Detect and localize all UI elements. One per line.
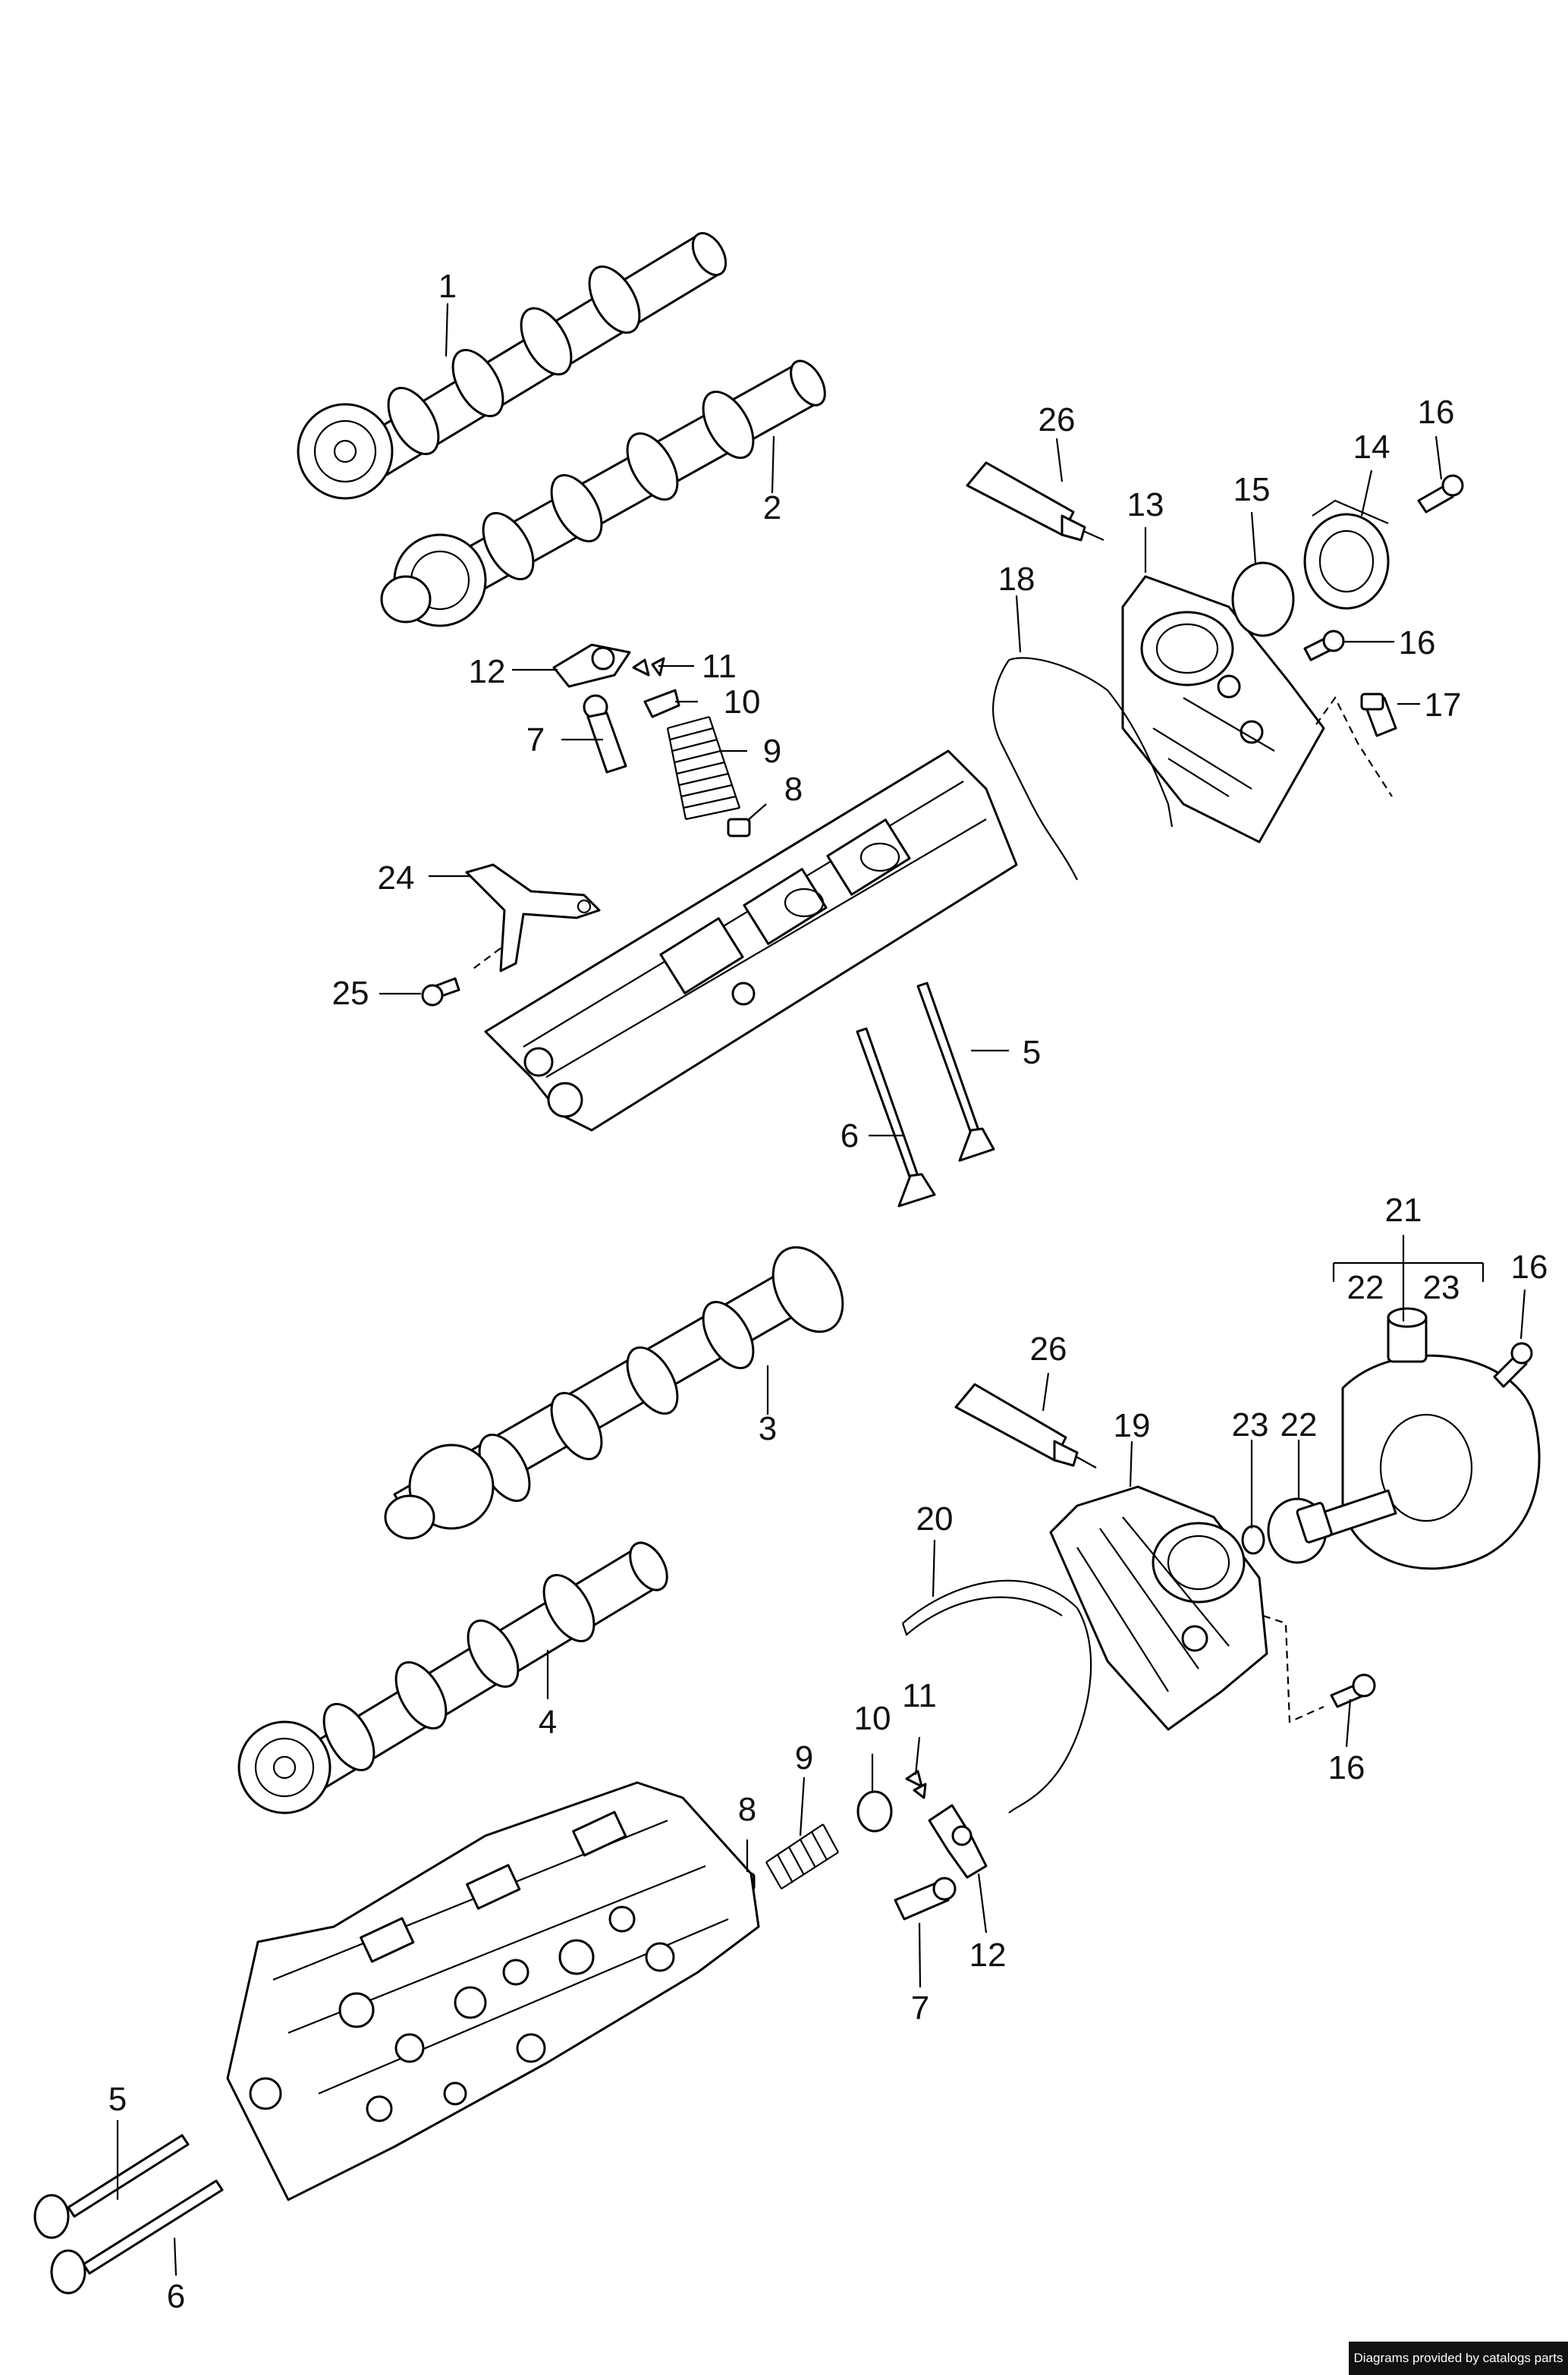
valve-spring-9-upper	[666, 715, 741, 821]
callout-16-upper-b: 16	[1399, 624, 1436, 661]
callout-8-upper: 8	[784, 771, 803, 808]
camshaft-2	[380, 360, 826, 627]
callout-8-lower: 8	[738, 1791, 756, 1828]
callout-7-upper: 7	[526, 721, 545, 759]
callout-11-lower: 11	[902, 1677, 937, 1714]
dash-line-upper-cover	[1315, 696, 1393, 797]
dash-line-bracket	[470, 947, 501, 972]
callout-18: 18	[998, 561, 1035, 598]
callout-3: 3	[759, 1410, 777, 1447]
sealant-tube-26-upper	[966, 461, 1105, 542]
callout-5-upper: 5	[1023, 1034, 1041, 1071]
callout-labels: 1 2 26 16 14 15 13 18 16 17 12 11 10 7 9…	[108, 268, 1548, 2315]
spring-retainer-10-lower	[856, 1790, 893, 1833]
callout-11-upper: 11	[702, 648, 737, 685]
valve-6-upper	[856, 1027, 936, 1208]
camshaft-4	[237, 1541, 668, 1814]
callout-19: 19	[1114, 1407, 1151, 1444]
callout-6-lower: 6	[167, 2278, 185, 2315]
valve-5-upper	[916, 982, 995, 1162]
timing-cover-19	[1049, 1485, 1268, 1731]
callout-15: 15	[1233, 471, 1271, 508]
hydraulic-lifter-7-upper	[583, 694, 627, 774]
callout-4: 4	[539, 1704, 557, 1741]
rocker-arm-12-lower	[928, 1804, 988, 1879]
callout-26-lower: 26	[1030, 1330, 1067, 1368]
dash-line-lower-cover	[1262, 1614, 1324, 1723]
callout-9-upper: 9	[763, 733, 781, 770]
callout-5-lower: 5	[108, 2081, 127, 2118]
callout-1: 1	[438, 268, 457, 305]
callout-23-lower: 23	[1232, 1406, 1269, 1444]
bolt-17	[1360, 693, 1397, 737]
cylinder-head-upper	[484, 749, 1018, 1132]
bracket-24	[465, 863, 601, 972]
callout-22-bracket: 22	[1347, 1269, 1384, 1306]
cylinder-head-lower	[226, 1781, 760, 2201]
callout-25: 25	[332, 975, 369, 1012]
callout-13: 13	[1127, 486, 1164, 523]
callout-12-lower: 12	[969, 1937, 1007, 1974]
valve-spring-9-lower	[765, 1824, 839, 1890]
valve-keepers-11-lower	[905, 1770, 927, 1799]
bolt-16-upper-b	[1303, 630, 1345, 661]
callout-23-bracket: 23	[1423, 1269, 1460, 1306]
callout-16-upper-a: 16	[1418, 394, 1455, 431]
bolt-16-upper-a	[1417, 474, 1464, 514]
callout-10-lower: 10	[854, 1700, 891, 1737]
credit-badge: Diagrams provided by catalogs parts	[1349, 2342, 1568, 2375]
callout-16-lower-b: 16	[1328, 1749, 1365, 1786]
callout-7-lower: 7	[911, 1990, 929, 2027]
callout-22-lower: 22	[1280, 1406, 1318, 1444]
callout-9-lower: 9	[795, 1739, 813, 1777]
vacuum-pump-21	[1296, 1307, 1541, 1570]
stem-seal-8-upper	[727, 818, 751, 837]
callout-14: 14	[1353, 429, 1390, 466]
callout-10-upper: 10	[724, 683, 761, 721]
callout-17: 17	[1425, 686, 1462, 724]
timing-cover-13	[1121, 575, 1325, 844]
gasket-18	[992, 657, 1174, 881]
valve-6-lower	[50, 2179, 224, 2295]
o-ring-15	[1231, 561, 1295, 637]
spring-retainer-10-upper	[643, 689, 680, 718]
callout-21: 21	[1385, 1192, 1422, 1229]
callout-16-lower-a: 16	[1511, 1249, 1548, 1286]
callout-20: 20	[916, 1500, 954, 1538]
sealant-tube-26-lower	[954, 1383, 1097, 1469]
valve-5-lower	[33, 2134, 190, 2239]
leader-lines	[116, 303, 1526, 2276]
camshaft-3	[384, 1246, 844, 1540]
bolt-16-lower-b	[1330, 1673, 1376, 1708]
o-ring-23	[1241, 1525, 1265, 1555]
callout-6-upper: 6	[841, 1117, 859, 1155]
camshaft-1	[297, 232, 727, 500]
bolt-25	[421, 977, 460, 1007]
rocker-arm-12-upper	[552, 643, 631, 688]
callout-24: 24	[378, 859, 415, 897]
valve-keepers-11-upper	[632, 657, 665, 677]
callout-2: 2	[763, 489, 781, 526]
gasket-20	[901, 1579, 1092, 1814]
callout-26-upper: 26	[1039, 401, 1076, 438]
callout-12-upper: 12	[469, 653, 506, 690]
bolt-16-lower-a	[1493, 1342, 1533, 1388]
cover-14	[1303, 499, 1390, 610]
hydraulic-lifter-7-lower	[894, 1877, 957, 1921]
